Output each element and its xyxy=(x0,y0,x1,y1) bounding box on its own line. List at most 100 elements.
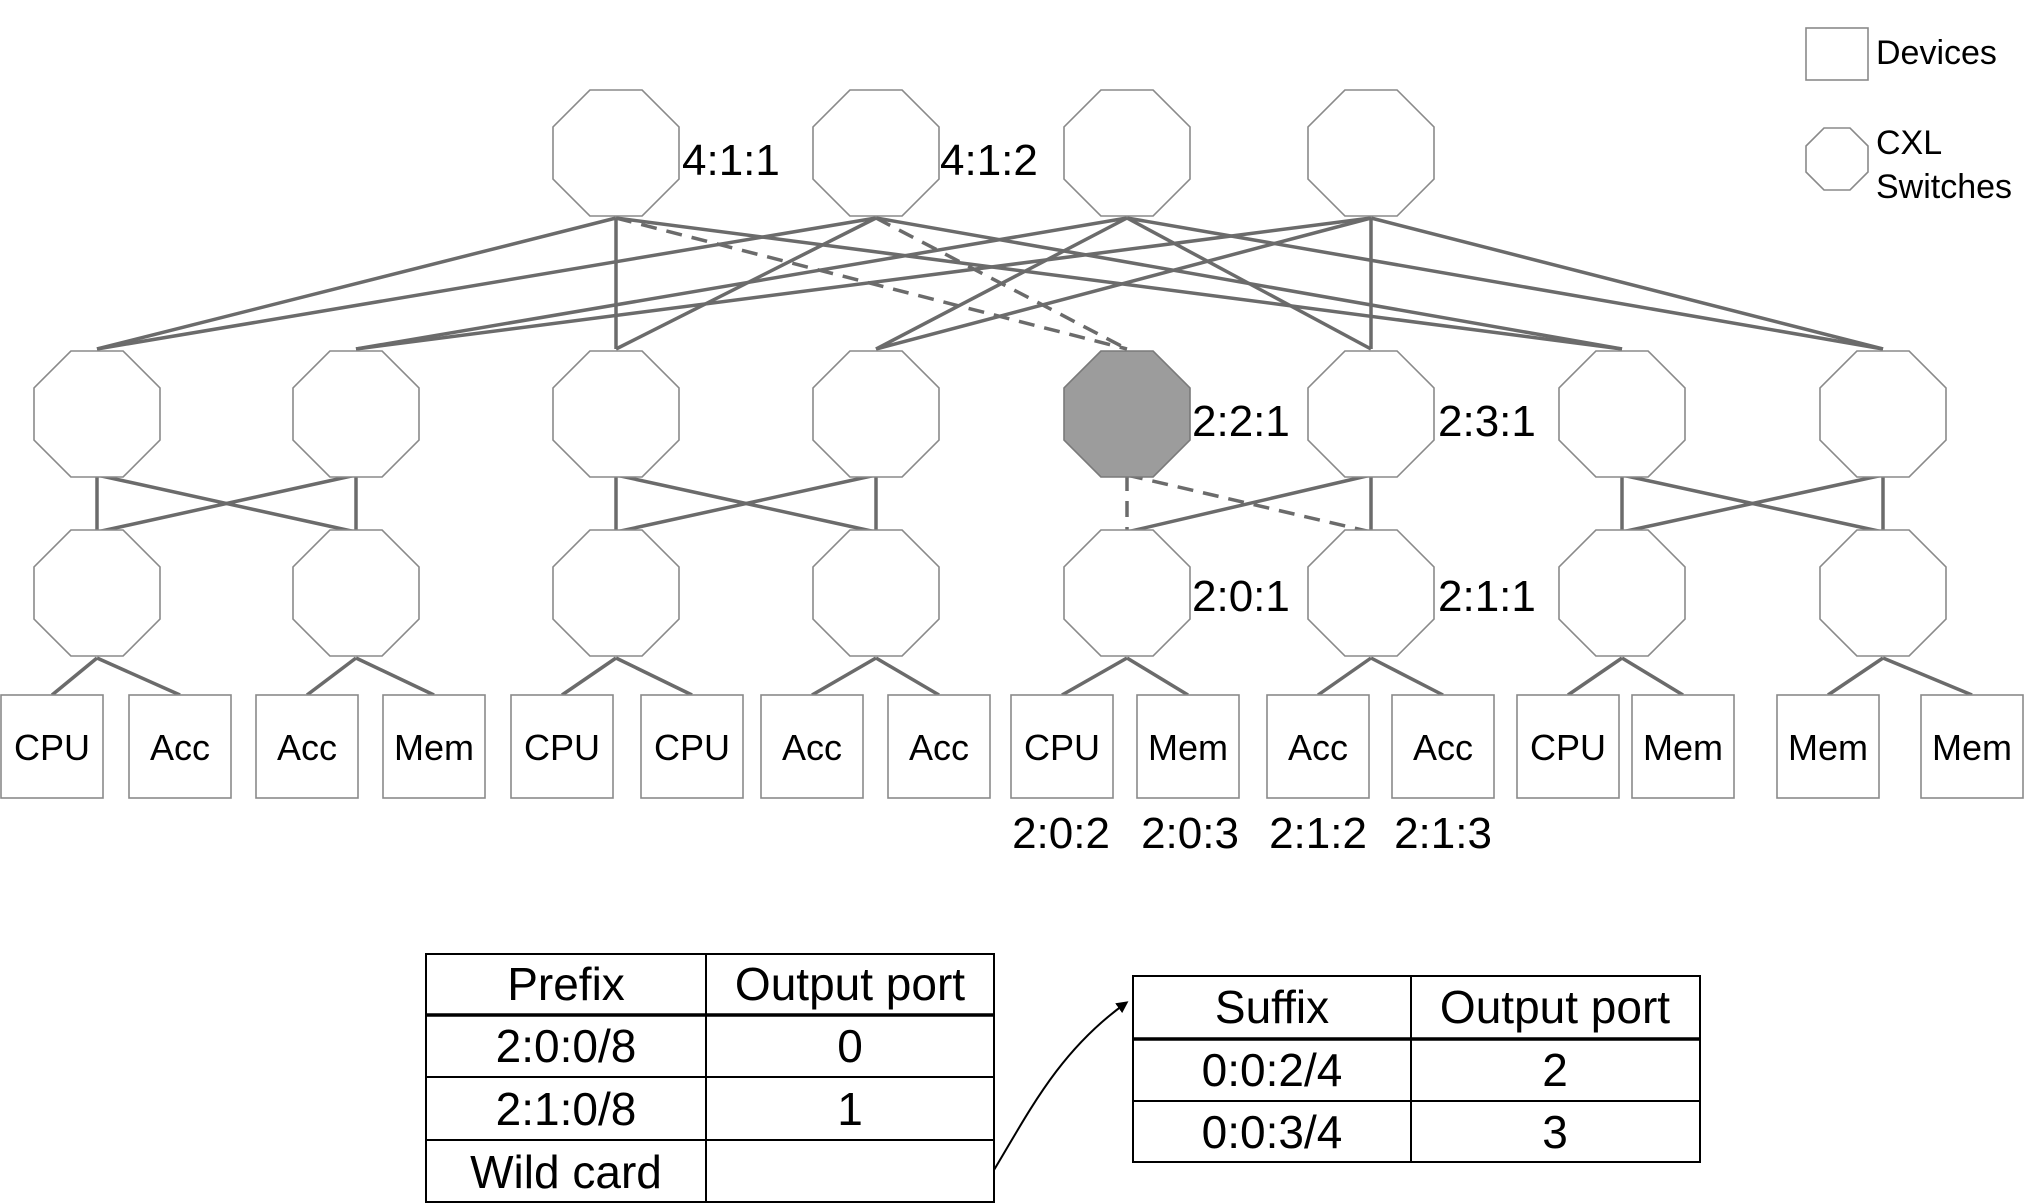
device-label: Mem xyxy=(1932,727,2012,768)
aggregation-switch xyxy=(552,350,680,478)
switch-label-2-1-1: 2:1:1 xyxy=(1438,572,1536,621)
device-link xyxy=(811,656,877,697)
device-label: Acc xyxy=(909,727,969,768)
aggregation-switch xyxy=(292,350,420,478)
aggregation-switch-highlighted xyxy=(1063,350,1191,478)
device-box xyxy=(128,694,232,799)
aggregation-switch xyxy=(33,350,161,478)
device-link xyxy=(561,656,617,697)
spine-link xyxy=(1370,216,1884,351)
device-link xyxy=(1126,656,1189,697)
spine-link xyxy=(1126,216,1372,351)
device-box xyxy=(887,694,991,799)
device-address-2-0-2: 2:0:2 xyxy=(1012,809,1110,858)
aggregation-switch xyxy=(1819,350,1947,478)
prefix-table-header-prefix: Prefix xyxy=(507,958,625,1010)
device-link xyxy=(875,656,940,697)
device-label: Acc xyxy=(782,727,842,768)
device-box xyxy=(1136,694,1240,799)
device-link xyxy=(1061,656,1128,697)
aggregation-switch xyxy=(1307,350,1435,478)
device-label: CPU xyxy=(654,727,730,768)
device-label: Mem xyxy=(1643,727,1723,768)
spine-link xyxy=(96,216,617,351)
switch-label-4-1-1: 4:1:1 xyxy=(682,136,780,185)
edge-switch xyxy=(33,529,161,657)
device-box xyxy=(255,694,359,799)
top-switch xyxy=(1307,89,1435,217)
device-link xyxy=(96,656,181,697)
device-link xyxy=(1316,656,1373,697)
device-label: CPU xyxy=(1024,727,1100,768)
links-layer xyxy=(50,216,1973,697)
suffix-table-border xyxy=(1132,975,1701,1163)
edge-switch xyxy=(812,529,940,657)
edge-switch xyxy=(1063,529,1191,657)
device-box xyxy=(640,694,744,799)
prefix-table-cell: 0 xyxy=(837,1020,863,1072)
device-link xyxy=(1882,656,1973,697)
prefix-table-cell: 2:1:0/8 xyxy=(496,1083,637,1135)
legend: Devices CXL Switches xyxy=(1805,27,2012,206)
device-box xyxy=(1776,694,1880,799)
device-box xyxy=(0,694,104,799)
spine-link xyxy=(875,216,1128,351)
prefix-table-cell: Wild card xyxy=(470,1146,662,1198)
suffix-table-cell: 0:0:3/4 xyxy=(1202,1106,1343,1158)
device-label: Acc xyxy=(150,727,210,768)
edge-switch xyxy=(1307,529,1435,657)
device-link xyxy=(615,656,693,697)
device-box xyxy=(1266,694,1370,799)
edge-switch xyxy=(1558,529,1686,657)
top-switch xyxy=(552,89,680,217)
switch-label-2-2-1: 2:2:1 xyxy=(1192,397,1290,446)
device-box xyxy=(760,694,864,799)
prefix-table-cell: 2:0:0/8 xyxy=(496,1020,637,1072)
device-box xyxy=(1010,694,1114,799)
device-link xyxy=(1621,656,1684,697)
device-box xyxy=(1920,694,2024,799)
device-address-2-0-3: 2:0:3 xyxy=(1141,809,1239,858)
switches-layer xyxy=(33,89,1947,657)
device-link xyxy=(1827,656,1884,697)
suffix-table-cell: 3 xyxy=(1542,1106,1568,1158)
suffix-table-header-suffix: Suffix xyxy=(1215,981,1329,1033)
switch-label-4-1-2: 4:1:2 xyxy=(940,136,1038,185)
pod-link xyxy=(1621,473,1884,534)
legend-devices-label: Devices xyxy=(1876,34,1997,72)
device-link xyxy=(355,656,435,697)
spine-link xyxy=(96,216,877,351)
suffix-table-cell: 0:0:2/4 xyxy=(1202,1044,1343,1096)
prefix-table-header-output-port: Output port xyxy=(735,958,965,1010)
spine-link xyxy=(1126,216,1884,351)
device-box xyxy=(1516,694,1620,799)
prefix-table: Prefix Output port 2:0:0/8 0 2:1:0/8 1 W… xyxy=(425,953,995,1203)
device-address-2-1-3: 2:1:3 xyxy=(1394,809,1492,858)
aggregation-switch xyxy=(1558,350,1686,478)
legend-switch-label-line1: CXL xyxy=(1876,124,1942,162)
legend-switch-label-line2: Switches xyxy=(1876,168,2012,206)
top-switch xyxy=(812,89,940,217)
device-address-2-1-2: 2:1:2 xyxy=(1269,809,1367,858)
device-link xyxy=(50,656,99,697)
pod-link xyxy=(1126,473,1372,534)
device-label: CPU xyxy=(1530,727,1606,768)
spine-link xyxy=(355,216,1372,351)
device-link xyxy=(305,656,358,697)
pod-link xyxy=(96,473,357,534)
device-link xyxy=(1567,656,1623,697)
prefix-table-cell: 1 xyxy=(837,1083,863,1135)
device-box xyxy=(382,694,486,799)
device-label: CPU xyxy=(14,727,90,768)
spine-link xyxy=(355,216,1128,351)
suffix-table-cell: 2 xyxy=(1542,1044,1568,1096)
legend-device-icon xyxy=(1805,27,1869,81)
aggregation-switch xyxy=(812,350,940,478)
device-label: Acc xyxy=(277,727,337,768)
device-label: Mem xyxy=(1148,727,1228,768)
edge-switch xyxy=(1819,529,1947,657)
legend-switch-icon xyxy=(1805,127,1869,191)
device-box xyxy=(1391,694,1495,799)
